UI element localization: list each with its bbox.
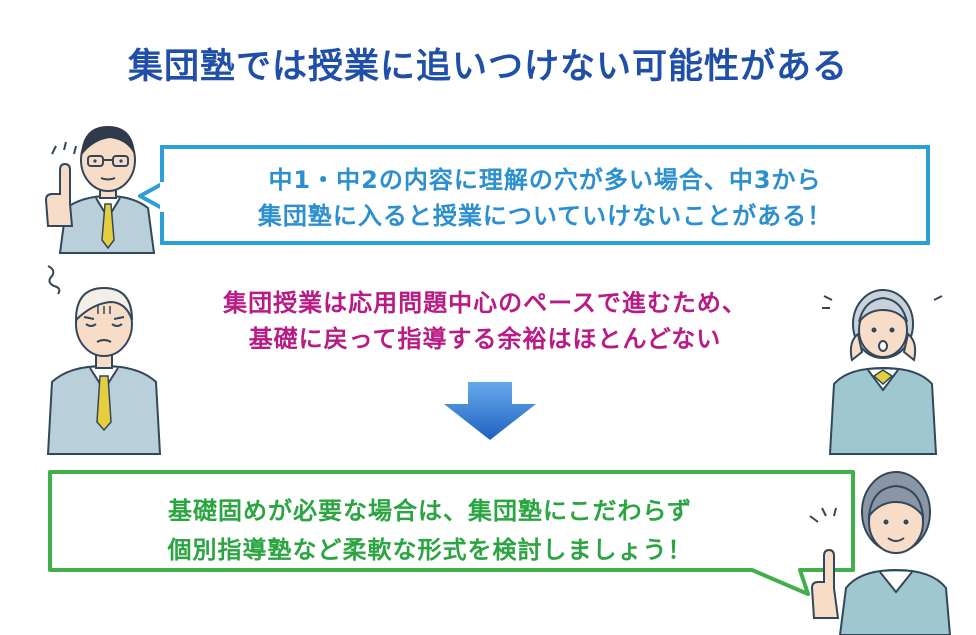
speech-line-2: 集団塾に入ると授業についていけないことがある！: [257, 202, 833, 230]
info-line-2: 基礎に戻って指導する余裕はほとんどない: [248, 325, 722, 353]
surprised-girl-icon: [822, 289, 943, 455]
speech-text-teacher: 中1・中2の内容に理解の穴が多い場合、中3から 集団塾に入ると授業についていけな…: [165, 162, 925, 234]
speech-text-advisor: 基礎固めが必要な場合は、集団塾にこだわらず 個別指導塾など柔軟な形式を検討しまし…: [70, 492, 790, 570]
advice-line-1: 基礎固めが必要な場合は、集団塾にこだわらず: [167, 497, 693, 525]
man-with-glasses-pointing-icon: [44, 126, 156, 254]
speech-line-1: 中1・中2の内容に理解の穴が多い場合、中3から: [268, 166, 822, 194]
speech-tail-teacher: [138, 182, 168, 212]
woman-pointing-icon: [809, 471, 952, 635]
worried-boy-icon: [46, 265, 162, 455]
down-arrow-icon: [444, 382, 536, 440]
page-title: 集団塾では授業に追いつけない可能性がある: [127, 47, 848, 87]
info-line-1: 集団授業は応用問題中心のペースで進むため、: [223, 289, 747, 317]
speech-box-teacher: [160, 145, 930, 245]
info-text-pace: 集団授業は応用問題中心のペースで進むため、 基礎に戻って指導する余裕はほとんどな…: [130, 285, 840, 357]
advice-line-2: 個別指導塾など柔軟な形式を検討しましょう！: [167, 536, 693, 564]
